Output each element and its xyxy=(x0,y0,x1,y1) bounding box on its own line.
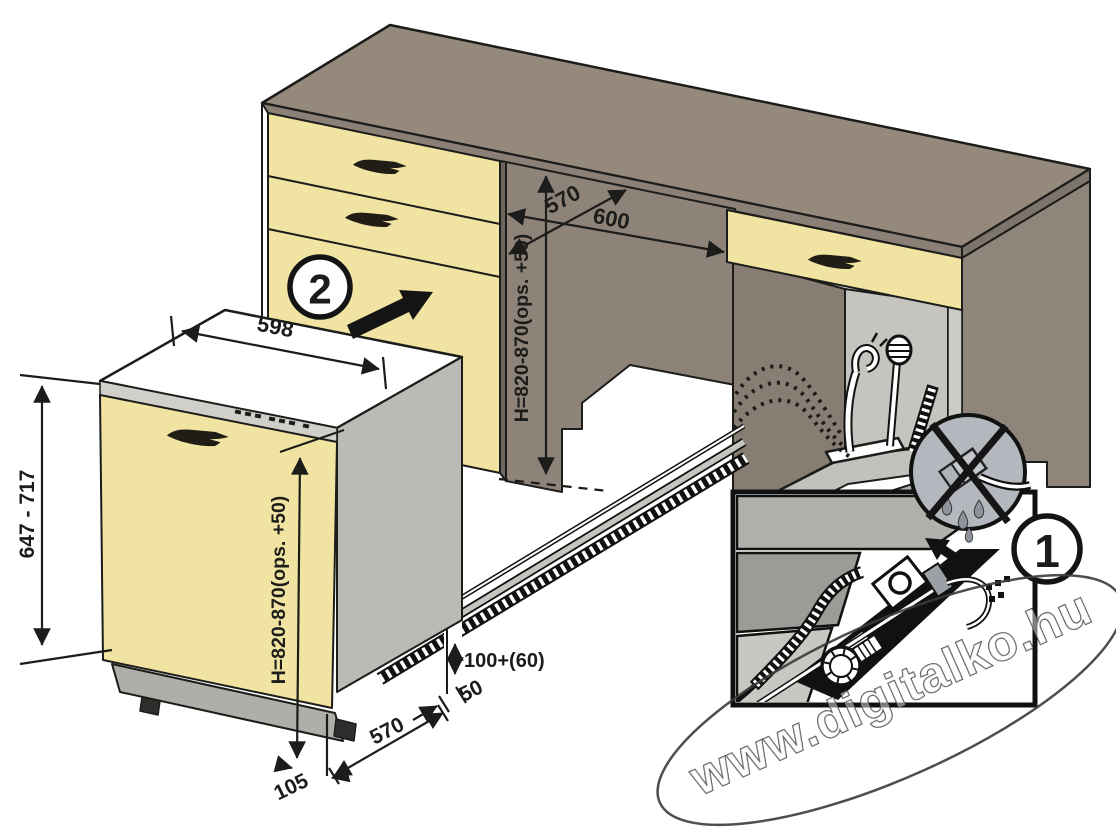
dim-ext-line xyxy=(19,648,113,666)
step-1-circle xyxy=(1011,513,1083,585)
leak-hose-icon xyxy=(979,475,1031,489)
dim-line-height xyxy=(288,457,309,759)
dishwasher-depth-label: 570 xyxy=(366,713,408,749)
hose-nut-fitting-icon xyxy=(820,633,885,687)
elbow-nut-icon xyxy=(921,561,955,599)
dishwasher-dimensions xyxy=(19,315,467,785)
no-leak-warning xyxy=(909,413,1032,543)
step-2-number: 2 xyxy=(308,266,331,313)
dim-ext-line xyxy=(279,428,345,454)
dim-ext-line xyxy=(19,373,101,386)
drawer-divider xyxy=(267,228,501,278)
hose-height-label: 100+(60) xyxy=(464,650,545,672)
watermark-oval xyxy=(656,573,1116,827)
dishwasher-height-label: H=820-870(ops. +50) xyxy=(268,496,290,685)
hook-prong-icon xyxy=(879,338,888,347)
hook-prong-icon xyxy=(870,332,879,343)
inset-supply-pipe xyxy=(758,584,941,702)
inset-drain-hose xyxy=(751,568,864,689)
dishwasher-side-panel xyxy=(336,356,463,693)
drain-hook-icon xyxy=(853,346,878,373)
control-panel-buttons xyxy=(234,409,310,429)
drawer-divider xyxy=(267,175,501,225)
dim-tick xyxy=(381,356,388,390)
dim-tick xyxy=(455,686,467,704)
cross-out-x-icon xyxy=(925,421,1011,525)
dishwasher-rear-side xyxy=(736,551,862,634)
slide-in-arrow-icon xyxy=(347,290,433,339)
step-2-marker: 2 xyxy=(287,254,433,339)
corrugated-hose-icon xyxy=(909,384,937,454)
dishwasher-door-front xyxy=(99,394,338,709)
floor-dashed-line xyxy=(498,477,609,493)
door-offset-label: 105 xyxy=(270,769,312,805)
step-1-number: 1 xyxy=(1034,525,1060,577)
step-2-circle xyxy=(287,254,353,320)
connect-arrow-icon xyxy=(925,538,973,572)
power-cord-icon xyxy=(888,361,899,447)
niche-dimensions xyxy=(498,175,725,493)
dim-line-niche-depth xyxy=(508,189,627,255)
drain-hose-end-icon xyxy=(845,371,859,453)
niche-height-label: H=820-870(ops. +50) xyxy=(511,234,533,423)
step-1-marker: 1 xyxy=(1011,513,1083,585)
dim-tick xyxy=(438,695,450,713)
sink-cabinet-hoses xyxy=(843,332,939,454)
water-inlet-valve-icon xyxy=(870,554,930,612)
dim-line-width xyxy=(181,325,380,375)
dim-tick xyxy=(169,315,176,347)
dim-pointer xyxy=(412,705,438,723)
drain-hose-corrugated xyxy=(377,454,749,683)
dim-line-depth xyxy=(333,712,444,777)
dim-pointer xyxy=(273,755,293,773)
hose-routing-dotted-lines xyxy=(732,364,854,460)
hose-slot xyxy=(824,436,906,465)
dishwasher-foot xyxy=(139,696,161,716)
dishwasher-height-range-label: 647 - 717 xyxy=(16,470,39,559)
